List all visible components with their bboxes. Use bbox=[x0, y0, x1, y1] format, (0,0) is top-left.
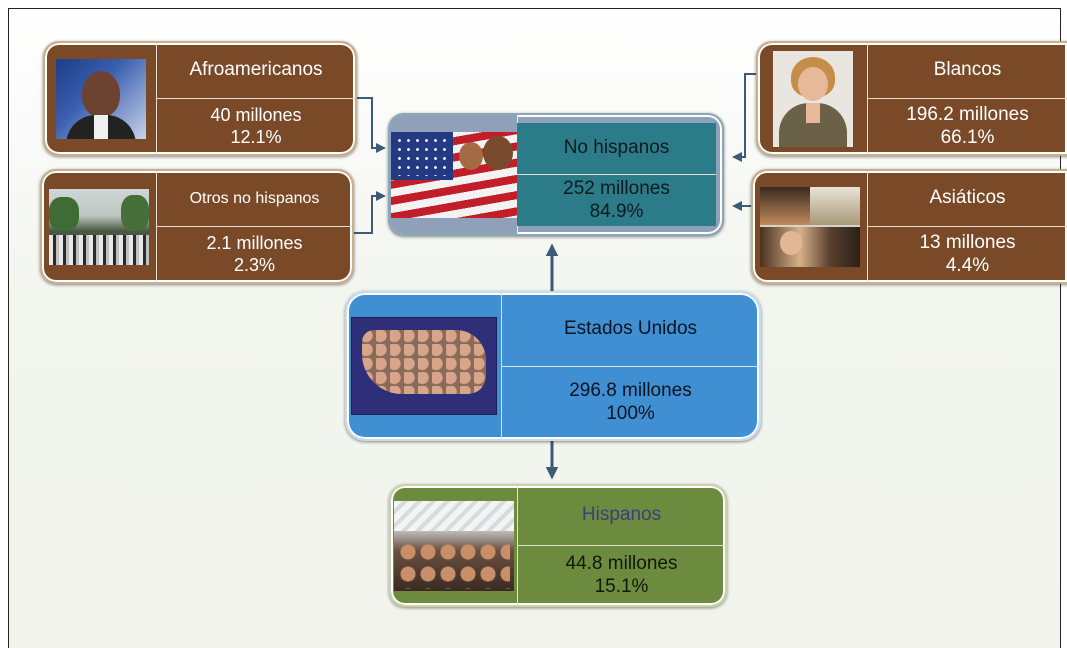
node-no-hispanos[interactable]: No hispanos 252 millones 84.9% bbox=[388, 113, 724, 236]
estados-unidos-photo-cell bbox=[347, 293, 502, 439]
otros-photo-cell bbox=[42, 171, 157, 282]
no-hispanos-label: No hispanos bbox=[517, 123, 716, 175]
arrow-blancos-to-nohispanos bbox=[732, 73, 757, 162]
afroamericanos-photo-cell bbox=[45, 43, 157, 154]
hispanic-children-collage-image bbox=[394, 500, 514, 591]
node-afroamericanos[interactable]: Afroamericanos 40 millones 12.1% bbox=[43, 41, 357, 156]
asiaticos-amount: 13 millones bbox=[919, 231, 1016, 253]
no-hispanos-amount: 252 millones bbox=[563, 177, 670, 199]
afroamericanos-amount: 40 millones bbox=[210, 104, 302, 125]
us-map-faces-image bbox=[351, 317, 497, 415]
estados-unidos-percent: 100% bbox=[606, 402, 655, 424]
american-flag-crowd-image bbox=[390, 131, 517, 218]
otros-amount: 2.1 millones bbox=[206, 232, 303, 253]
hispanos-percent: 15.1% bbox=[594, 575, 649, 597]
asiaticos-percent: 4.4% bbox=[945, 254, 990, 276]
asiaticos-photo-cell bbox=[753, 171, 868, 282]
estados-unidos-label: Estados Unidos bbox=[502, 293, 759, 367]
node-estados-unidos[interactable]: Estados Unidos 296.8 millones 100% bbox=[345, 291, 761, 441]
blancos-photo-cell bbox=[758, 43, 868, 154]
hispanos-amount: 44.8 millones bbox=[565, 552, 678, 574]
obama-portrait-image bbox=[55, 58, 146, 139]
afroamericanos-percent: 12.1% bbox=[230, 126, 282, 147]
blancos-label: Blancos bbox=[868, 43, 1067, 99]
node-asiaticos[interactable]: Asiáticos 13 millones 4.4% bbox=[751, 169, 1067, 284]
blancos-percent: 66.1% bbox=[940, 126, 995, 148]
node-otros-no-hispanos[interactable]: Otros no hispanos 2.1 millones 2.3% bbox=[40, 169, 354, 284]
arrow-otros-to-nohispanos bbox=[352, 191, 386, 234]
woman-portrait-image bbox=[772, 50, 853, 147]
arrow-afroamericanos-to-nohispanos bbox=[356, 97, 386, 153]
node-hispanos[interactable]: Hispanos 44.8 millones 15.1% bbox=[389, 484, 727, 607]
hispanos-photo-cell bbox=[391, 486, 518, 605]
no-hispanos-percent: 84.9% bbox=[589, 200, 644, 222]
node-blancos[interactable]: Blancos 196.2 millones 66.1% bbox=[756, 41, 1067, 156]
afroamericanos-label: Afroamericanos bbox=[157, 43, 355, 99]
estados-unidos-amount: 296.8 millones bbox=[569, 379, 692, 401]
no-hispanos-photo-cell bbox=[390, 115, 518, 234]
hispanos-label: Hispanos bbox=[518, 486, 725, 546]
otros-percent: 2.3% bbox=[233, 254, 276, 275]
asian-family-collage-image bbox=[760, 186, 860, 267]
otros-label: Otros no hispanos bbox=[157, 171, 352, 227]
street-crowd-image bbox=[49, 188, 149, 265]
asiaticos-label: Asiáticos bbox=[868, 171, 1067, 227]
blancos-amount: 196.2 millones bbox=[906, 103, 1029, 125]
